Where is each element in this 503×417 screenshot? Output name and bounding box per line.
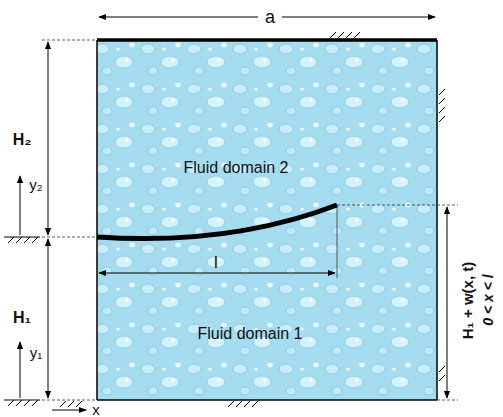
axis-label: y₁ bbox=[30, 345, 43, 360]
tank-bottom bbox=[97, 399, 437, 401]
region-label: Fluid domain 2 bbox=[184, 160, 289, 176]
tank-left bbox=[96, 40, 98, 400]
range-label: 0 < x < l bbox=[481, 274, 495, 325]
axis-label: y₂ bbox=[29, 177, 42, 192]
flexible-plate bbox=[97, 205, 337, 239]
dimension-label: H₂ bbox=[13, 132, 32, 148]
extension-lines bbox=[42, 40, 458, 400]
tank-top bbox=[97, 38, 437, 42]
dimension-label: H₁ + w(x, t) bbox=[461, 261, 476, 338]
axes bbox=[20, 176, 86, 410]
dimension-label: a bbox=[265, 8, 275, 26]
tank-right bbox=[436, 40, 438, 400]
region-label: Fluid domain 1 bbox=[198, 326, 303, 342]
ground-hatching bbox=[4, 32, 445, 407]
dimension-label: l bbox=[214, 254, 218, 271]
dimension-label: H₁ bbox=[13, 310, 31, 326]
fluid-region bbox=[97, 40, 437, 400]
axis-label: x bbox=[92, 402, 100, 417]
plate-end-line bbox=[337, 207, 338, 278]
dimension-arrows bbox=[48, 17, 447, 398]
